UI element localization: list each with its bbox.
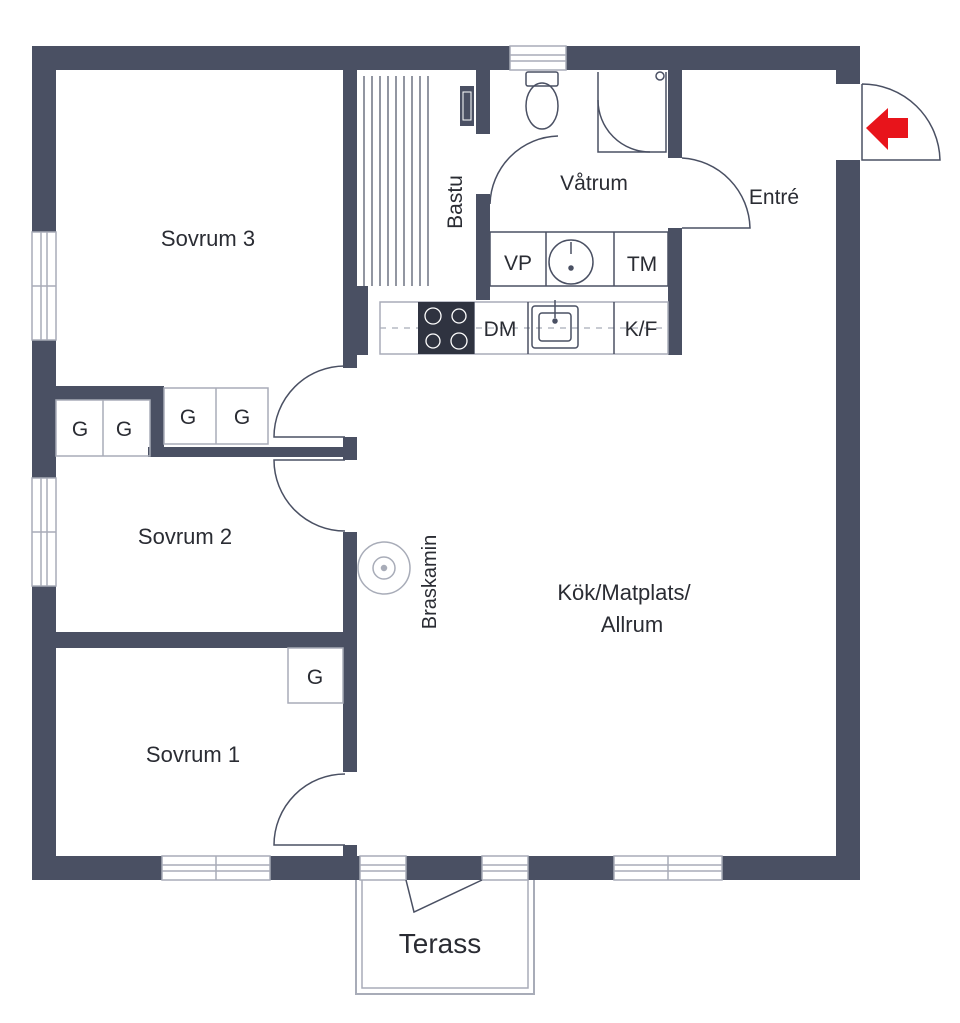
doors: [273, 83, 941, 914]
label-terass: Terass: [399, 928, 481, 959]
kitchen-counter: [379, 300, 669, 355]
label-g-4: G: [234, 406, 250, 429]
door-sovrum1: [273, 773, 346, 846]
window-bottom-terrace-left: [359, 855, 407, 881]
sauna-heater-icon: [460, 86, 474, 126]
bathroom-fixtures: [489, 71, 669, 287]
windows: [31, 45, 723, 881]
door-vatrum: [489, 135, 559, 205]
door-sovrum3: [273, 365, 350, 438]
room-labels: Sovrum 3 Sovrum 2 Sovrum 1 Bastu Våtrum …: [138, 172, 799, 959]
window-bottom-living: [613, 855, 723, 881]
window-bottom-sovrum1: [161, 855, 271, 881]
toilet-icon: [525, 71, 559, 130]
fixture-labels: VP TM DM K/F G G G G G: [72, 252, 658, 689]
door-terrace: [405, 879, 483, 914]
label-sovrum1: Sovrum 1: [146, 742, 240, 767]
window-left-sovrum3: [31, 231, 57, 341]
label-bastu: Bastu: [444, 175, 467, 229]
sauna: [363, 76, 474, 286]
window-top-bath: [509, 45, 567, 71]
stove-icon: [418, 302, 474, 354]
window-left-sovrum2: [31, 477, 57, 587]
label-sovrum3: Sovrum 3: [161, 226, 255, 251]
door-front: [836, 83, 941, 161]
label-braskamin: Braskamin: [419, 535, 441, 629]
label-g-3: G: [180, 406, 196, 429]
label-dm: DM: [484, 318, 517, 341]
label-g-1: G: [72, 418, 88, 441]
sink-icon: [548, 239, 594, 285]
interior-walls: [56, 70, 682, 856]
label-g-5: G: [307, 666, 323, 689]
label-sovrum2: Sovrum 2: [138, 524, 232, 549]
door-entre: [681, 157, 751, 229]
shower: [597, 71, 667, 153]
label-kok-line2: Allrum: [601, 612, 663, 637]
kitchen-sink-icon: [531, 300, 579, 349]
label-tm: TM: [627, 253, 657, 276]
wardrobes: [55, 387, 344, 704]
entry-arrow-icon: [866, 108, 908, 150]
door-sovrum2: [273, 459, 346, 532]
label-vp: VP: [504, 252, 532, 275]
window-bottom-terrace-right: [481, 855, 529, 881]
label-vatrum: Våtrum: [560, 172, 628, 195]
label-kok-line1: Kök/Matplats/: [557, 580, 691, 605]
label-entre: Entré: [749, 186, 799, 209]
fireplace-icon: [357, 541, 411, 595]
label-kf: K/F: [625, 318, 658, 341]
label-g-2: G: [116, 418, 132, 441]
